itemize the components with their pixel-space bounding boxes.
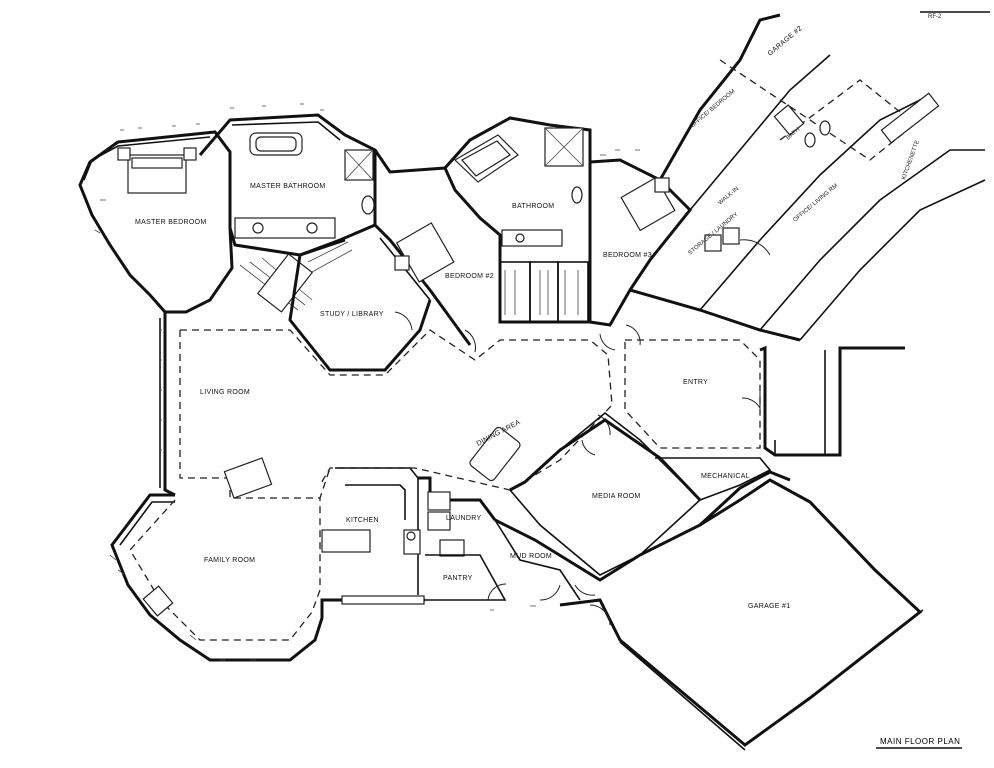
label-family-room: FAMILY ROOM <box>204 557 255 564</box>
label-bathroom: BATHROOM <box>512 203 554 210</box>
label-bedroom-3: BEDROOM #3 <box>603 252 652 259</box>
label-garage-2: GARAGE #2 <box>767 25 804 58</box>
label-pantry: PANTRY <box>443 575 473 582</box>
sheet-ref-block: RF-2 <box>920 11 990 20</box>
label-entry: ENTRY <box>683 379 708 386</box>
east-wing-walls <box>589 13 986 342</box>
label-kitchenette: KITCHENETTE <box>901 139 921 180</box>
drawing-title: MAIN FLOOR PLAN <box>880 737 960 746</box>
label-mechanical: MECHANICAL <box>701 473 750 480</box>
label-laundry: LAUNDRY <box>446 515 481 522</box>
south-east-walls <box>494 411 924 751</box>
label-mud-room: MUD ROOM <box>510 553 552 560</box>
south-west-walls <box>110 457 507 662</box>
title-block: MAIN FLOOR PLAN <box>876 737 962 749</box>
label-master-bathroom: MASTER BATHROOM <box>250 183 326 190</box>
label-office-living-rm: OFFICE/ LIVING RM <box>792 183 839 224</box>
label-study-library: STUDY / LIBRARY <box>320 311 384 318</box>
label-media-room: MEDIA ROOM <box>592 493 641 500</box>
label-walk-in: WALK-IN <box>717 186 740 207</box>
dimension-ticks <box>94 103 640 661</box>
sheet-ref: RF-2 <box>928 14 942 20</box>
label-kitchen: KITCHEN <box>346 517 379 524</box>
label-bedroom-2: BEDROOM #2 <box>445 273 494 280</box>
master-wing-walls <box>78 113 377 314</box>
label-living-room: LIVING ROOM <box>200 389 250 396</box>
central-walls <box>159 311 905 497</box>
label-master-bedroom: MASTER BEDROOM <box>135 219 206 226</box>
label-garage-1: GARAGE #1 <box>748 603 790 610</box>
central-north-walls <box>288 116 592 372</box>
